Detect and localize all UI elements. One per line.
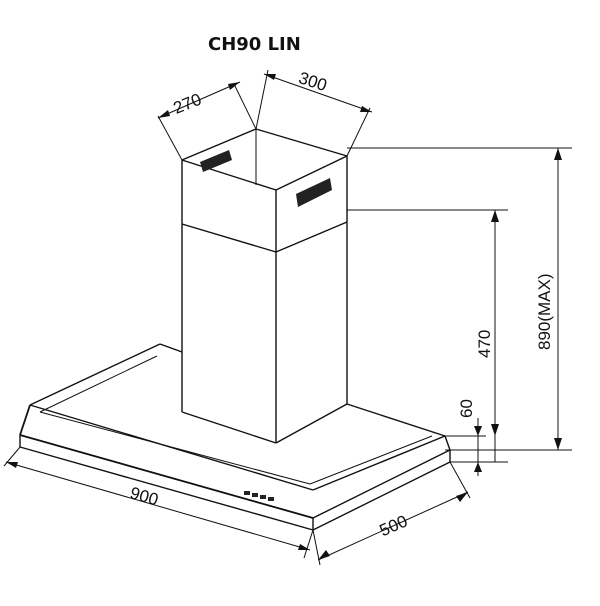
dimension-60: 60 — [445, 399, 486, 476]
dimension-890max: 890(MAX) — [347, 147, 572, 451]
dimension-900: 900 — [3, 446, 314, 559]
dimension-300: 300 — [255, 68, 373, 157]
right-vent-slot — [296, 178, 332, 207]
chimney-lower — [181, 222, 348, 444]
dimension-470-label: 470 — [475, 330, 494, 358]
dimension-60-label: 60 — [457, 399, 476, 418]
dimension-900-label: 900 — [128, 483, 161, 509]
dimension-890max-label: 890(MAX) — [535, 273, 554, 350]
hood-canopy — [19, 343, 451, 531]
control-buttons — [244, 491, 274, 501]
chimney-upper — [181, 128, 348, 253]
dimension-500: 500 — [312, 461, 471, 566]
dimension-470: 470 — [347, 209, 508, 463]
left-vent-slot — [200, 150, 232, 172]
dimension-270-label: 270 — [171, 90, 204, 118]
model-title: CH90 LIN — [208, 34, 301, 55]
dimension-270: 270 — [157, 81, 257, 161]
dimension-500-label: 500 — [377, 511, 411, 540]
dimension-300-label: 300 — [296, 68, 329, 95]
